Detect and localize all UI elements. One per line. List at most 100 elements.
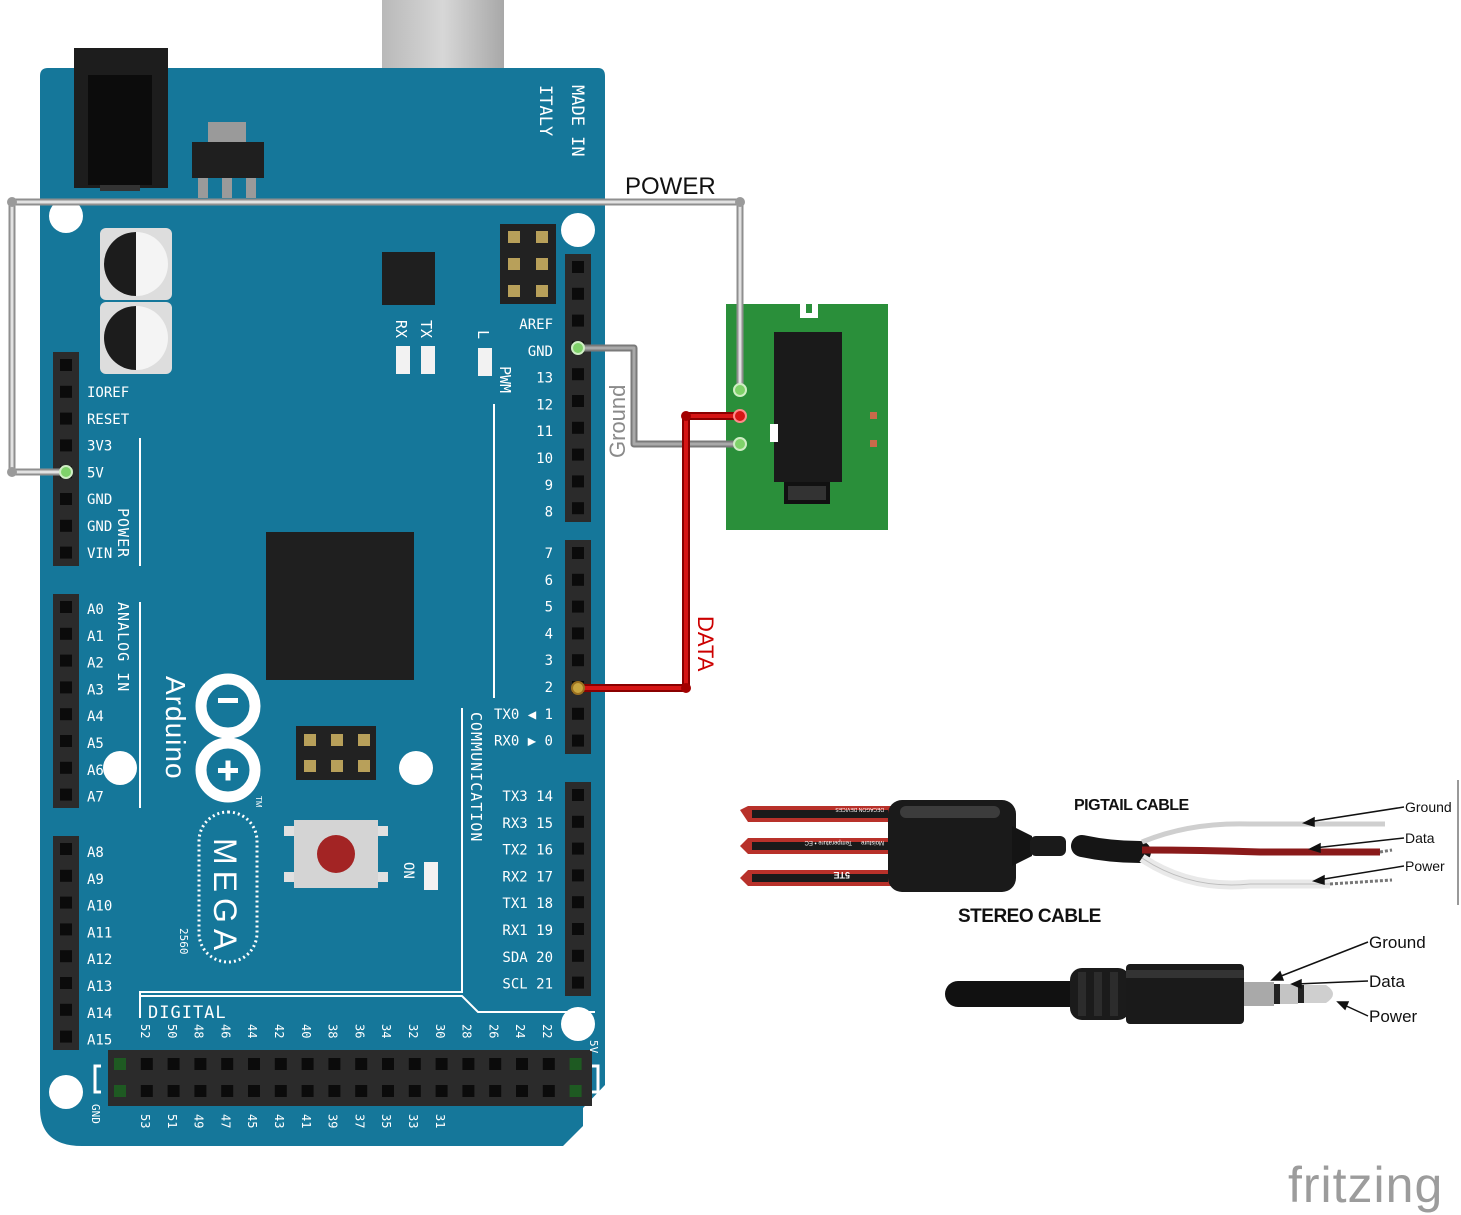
digital-top-pin-label: 34	[379, 1024, 393, 1038]
header-pin	[60, 923, 72, 936]
analog-pin-label: A13	[87, 979, 112, 995]
microcontroller-chip	[266, 532, 414, 680]
digital-top-pin-label: 28	[460, 1024, 474, 1038]
analog-pin-label: A12	[87, 952, 112, 968]
digital-top-pin-label: 24	[513, 1024, 527, 1038]
header-pin	[248, 1085, 260, 1097]
header-pin	[60, 519, 72, 532]
digital-pin-label: 4	[545, 626, 553, 642]
header-pin	[516, 1085, 528, 1097]
digital-bottom-pin-label: 47	[218, 1114, 232, 1128]
jack-data-connection	[733, 409, 747, 423]
header-pin	[435, 1058, 448, 1070]
led-rx-label: RX	[392, 320, 410, 338]
header-pin	[60, 788, 72, 801]
capacitor	[100, 228, 172, 300]
reset-button[interactable]	[284, 820, 388, 888]
digital-top-pin-label: 22	[540, 1024, 554, 1038]
data-wire-label: DATA	[693, 616, 718, 672]
header-pin	[572, 949, 584, 962]
digital-pin-label: 12	[536, 397, 553, 413]
digital-pin-label: TX0 ◀ 1	[494, 707, 553, 723]
digital-top-pin-label: 52	[138, 1024, 152, 1038]
digital-pin-label: 2	[545, 680, 553, 696]
header-pin	[572, 815, 584, 828]
header-pin	[140, 1058, 153, 1070]
analog-pin-label: A6	[87, 763, 104, 779]
header-pin	[60, 1030, 72, 1043]
header-pin	[572, 421, 584, 434]
header-pin	[462, 1058, 475, 1070]
header-pin	[301, 1085, 314, 1097]
analog-header-a	[53, 594, 79, 808]
digital-bracket	[139, 995, 595, 1018]
header-pin	[572, 547, 584, 559]
header-pin	[60, 708, 72, 721]
digital-pin-label: 5	[545, 600, 553, 616]
digital-bottom-pin-label: 49	[192, 1114, 206, 1128]
header-pin	[382, 1058, 394, 1070]
digital-bottom-pin-label: 45	[245, 1114, 259, 1128]
header-pin	[572, 923, 584, 935]
header-pin	[572, 896, 584, 909]
ground-wire-label: Ground	[605, 385, 630, 458]
comm-pin-label: SDA 20	[502, 950, 553, 966]
digital-pin-label: 3	[545, 653, 553, 669]
digital-top-pin-label: 48	[192, 1024, 206, 1038]
digital-bottom-pin-label: 41	[299, 1114, 313, 1128]
bottom-gnd-label: GND	[89, 1104, 102, 1124]
header-pin	[60, 493, 72, 505]
power-header	[53, 352, 79, 566]
header-pin	[572, 573, 584, 586]
header-pin	[194, 1085, 207, 1097]
analog-pin-label: A5	[87, 736, 104, 752]
digital-top-pin-label: 46	[218, 1024, 232, 1038]
pigtail-pointers	[1301, 806, 1405, 886]
led-rx: RX	[392, 320, 410, 374]
header-pin	[542, 1085, 555, 1097]
trademark-label: TM	[254, 796, 263, 808]
power-pin-label: RESET	[87, 412, 130, 428]
stereo-power-label: Power	[1369, 1007, 1418, 1026]
header-pin	[572, 448, 584, 461]
digital-top-pin-label: 36	[352, 1024, 366, 1038]
header-pin	[114, 1058, 126, 1070]
header-pin	[301, 1058, 314, 1070]
header-pin	[60, 761, 72, 774]
analog-pin-label: A1	[87, 629, 104, 645]
digital-bottom-pin-label: 37	[352, 1114, 366, 1128]
digital-bottom-pin-label: 33	[406, 1114, 420, 1128]
header-pin	[221, 1085, 234, 1097]
header-pin	[60, 385, 72, 398]
digital-pin-label: AREF	[519, 317, 553, 333]
digital-header-low	[565, 540, 591, 754]
digital-top-pin-label: 42	[272, 1024, 286, 1038]
mega-badge: MEGA	[197, 810, 259, 964]
digital-pin-label: GND	[528, 344, 553, 360]
pin-2-connection	[571, 681, 585, 695]
analog-pin-label: A2	[87, 656, 104, 672]
model-label: MEGA	[207, 838, 243, 956]
stereo-cable-photo	[945, 964, 1333, 1024]
sensor-model-mark: 5TE	[833, 870, 850, 880]
analog-pin-label: A10	[87, 899, 112, 915]
arduino-logo: TM	[195, 673, 263, 808]
mounting-hole	[49, 1075, 83, 1109]
header-pin	[60, 896, 72, 909]
header-pin	[221, 1058, 234, 1070]
made-in-label: MADE IN	[567, 85, 587, 157]
comm-pin-label: RX2 17	[502, 869, 553, 885]
power-section-label: POWER	[114, 508, 132, 558]
led-l: L	[474, 330, 492, 376]
led-l-label: L	[474, 330, 492, 339]
analog-pin-label: A7	[87, 790, 104, 806]
header-pin	[569, 1058, 582, 1070]
comm-pin-label: SCL 21	[502, 977, 553, 993]
header-pin	[408, 1058, 421, 1070]
comm-pin-label: TX1 18	[502, 896, 553, 912]
digital-top-pin-label: 44	[245, 1024, 259, 1038]
stereo-ground-label: Ground	[1369, 933, 1426, 952]
power-pin-label: GND	[87, 519, 112, 535]
led-on-label: ON	[400, 862, 416, 879]
